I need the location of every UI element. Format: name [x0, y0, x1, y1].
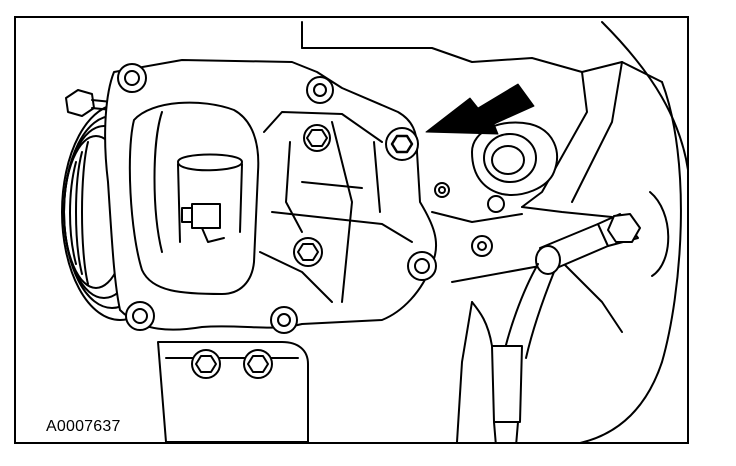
sensor-assembly [471, 191, 670, 442]
bracket-bolts [117, 63, 437, 334]
figure-id-label: A0007637 [46, 418, 121, 435]
bolt-middle [293, 237, 323, 267]
engine-illustration [61, 21, 687, 442]
coolant-port [431, 121, 558, 257]
lower-bolt-right [243, 349, 273, 379]
arrow-icon [425, 83, 535, 135]
engine-block-outline [301, 21, 687, 442]
lower-bracket [157, 341, 309, 442]
bolt-highlighted [385, 127, 419, 161]
bolt-top-left [117, 63, 147, 93]
mounting-bracket [104, 59, 437, 331]
lower-bolt-left [191, 349, 221, 379]
bolt-center-hex [303, 124, 331, 152]
bolt-lower-right [407, 251, 437, 281]
illustration-frame: A0007637 [14, 16, 689, 444]
bolt-bottom-center [270, 306, 298, 334]
bolt-top-center [306, 76, 334, 104]
bolt-lower-left [125, 301, 155, 331]
